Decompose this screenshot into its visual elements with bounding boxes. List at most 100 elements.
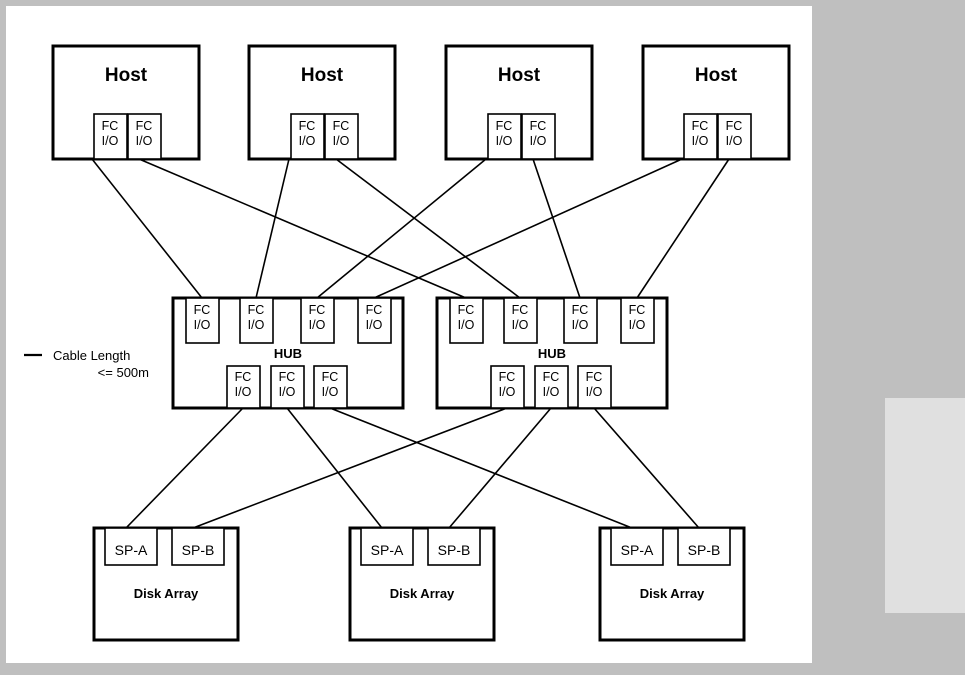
sp-box — [610, 527, 664, 566]
san-topology-diagram: Host FC I/O FC I/O Host FC I/O — [24, 44, 791, 642]
port-box — [93, 113, 128, 160]
port-box — [239, 297, 274, 344]
port-label-line1: FC — [572, 303, 589, 317]
port-label-line1: FC — [543, 370, 560, 384]
hub-label: HUB — [274, 346, 302, 361]
port-box — [300, 297, 335, 344]
host3-port-1[interactable]: FC I/O — [487, 113, 522, 160]
link-host2-port1-hub1 — [255, 158, 290, 299]
port-label-line2: I/O — [530, 134, 547, 148]
port-label-line1: FC — [102, 119, 119, 133]
array3-sp-b[interactable]: SP-B — [677, 527, 731, 566]
sp-box — [360, 527, 414, 566]
port-box — [521, 113, 556, 160]
array3-sp-a[interactable]: SP-A — [610, 527, 664, 566]
sp-box — [171, 527, 225, 566]
port-label-line2: I/O — [366, 318, 383, 332]
host2-port-1[interactable]: FC I/O — [290, 113, 325, 160]
link-host1-port1-hub1 — [91, 158, 203, 299]
port-box — [534, 365, 569, 409]
port-label-line2: I/O — [726, 134, 743, 148]
host-node-3[interactable]: Host FC I/O FC I/O — [444, 44, 594, 161]
port-box — [683, 113, 718, 160]
link-hub2-b2-array2-spb — [448, 407, 552, 529]
host4-port-2[interactable]: FC I/O — [717, 113, 752, 160]
port-label-line1: FC — [235, 370, 252, 384]
array2-sp-b[interactable]: SP-B — [427, 527, 481, 566]
hub-node-2[interactable]: HUB FC I/O FC I/O FC I/O FC I/O — [435, 296, 669, 410]
diagram-page: Host FC I/O FC I/O Host FC I/O — [6, 6, 812, 663]
disk-array-node-1[interactable]: SP-A SP-B Disk Array — [92, 526, 240, 642]
port-label-line2: I/O — [322, 385, 339, 399]
hub1-top-port-3[interactable]: FC I/O — [300, 297, 335, 344]
hub2-top-port-2[interactable]: FC I/O — [503, 297, 538, 344]
port-label-line1: FC — [692, 119, 709, 133]
sp-box — [104, 527, 158, 566]
port-label-line1: FC — [629, 303, 646, 317]
hub2-top-port-1[interactable]: FC I/O — [449, 297, 484, 344]
port-box — [127, 113, 162, 160]
port-label-line1: FC — [512, 303, 529, 317]
disk-array-node-2[interactable]: SP-A SP-B Disk Array — [348, 526, 496, 642]
host-label: Host — [498, 65, 541, 86]
array1-sp-b[interactable]: SP-B — [171, 527, 225, 566]
port-label-line1: FC — [309, 303, 326, 317]
port-label-line2: I/O — [279, 385, 296, 399]
sp-box — [427, 527, 481, 566]
hub2-top-port-3[interactable]: FC I/O — [563, 297, 598, 344]
cable-length-legend: Cable Length <= 500m — [24, 348, 149, 380]
port-label-line1: FC — [248, 303, 265, 317]
host-node-1[interactable]: Host FC I/O FC I/O — [51, 44, 201, 161]
hub-node-1[interactable]: HUB FC I/O FC I/O FC I/O FC I/O — [171, 296, 405, 410]
port-box — [577, 365, 612, 409]
host-label: Host — [105, 65, 148, 86]
port-box — [503, 297, 538, 344]
array2-sp-a[interactable]: SP-A — [360, 527, 414, 566]
hub1-top-port-2[interactable]: FC I/O — [239, 297, 274, 344]
sp-label: SP-A — [621, 542, 654, 558]
hub1-bottom-port-2[interactable]: FC I/O — [270, 365, 305, 409]
port-box — [185, 297, 220, 344]
host2-port-2[interactable]: FC I/O — [324, 113, 359, 160]
link-hub2-b1-array1-spb — [192, 407, 508, 529]
hub1-top-port-4[interactable]: FC I/O — [357, 297, 392, 344]
host-node-4[interactable]: Host FC I/O FC I/O — [641, 44, 791, 161]
sp-label: SP-A — [371, 542, 404, 558]
hub2-bottom-port-3[interactable]: FC I/O — [577, 365, 612, 409]
port-box — [487, 113, 522, 160]
host3-port-2[interactable]: FC I/O — [521, 113, 556, 160]
host-node-2[interactable]: Host FC I/O FC I/O — [247, 44, 397, 161]
link-host3-port2-hub2 — [532, 158, 581, 299]
port-box — [620, 297, 655, 344]
port-label-line1: FC — [726, 119, 743, 133]
host1-port-1[interactable]: FC I/O — [93, 113, 128, 160]
hub1-bottom-port-3[interactable]: FC I/O — [313, 365, 348, 409]
hub2-bottom-port-2[interactable]: FC I/O — [534, 365, 569, 409]
hub2-top-port-4[interactable]: FC I/O — [620, 297, 655, 344]
link-host1-port2-hub2 — [138, 158, 467, 299]
legend-label-line2: <= 500m — [98, 365, 149, 380]
port-box — [449, 297, 484, 344]
port-box — [717, 113, 752, 160]
legend-label-line1: Cable Length — [53, 348, 130, 363]
port-label-line1: FC — [333, 119, 350, 133]
hub1-top-port-1[interactable]: FC I/O — [185, 297, 220, 344]
port-label-line1: FC — [279, 370, 296, 384]
port-label-line1: FC — [499, 370, 516, 384]
port-label-line2: I/O — [136, 134, 153, 148]
hub1-bottom-port-1[interactable]: FC I/O — [226, 365, 261, 409]
disk-array-label: Disk Array — [134, 586, 199, 601]
array1-sp-a[interactable]: SP-A — [104, 527, 158, 566]
port-box — [270, 365, 305, 409]
disk-array-node-3[interactable]: SP-A SP-B Disk Array — [598, 526, 746, 642]
port-label-line1: FC — [458, 303, 475, 317]
port-label-line1: FC — [136, 119, 153, 133]
port-label-line2: I/O — [629, 318, 646, 332]
link-host2-port2-hub2 — [335, 158, 521, 299]
host4-port-1[interactable]: FC I/O — [683, 113, 718, 160]
port-label-line1: FC — [530, 119, 547, 133]
disk-array-label: Disk Array — [640, 586, 705, 601]
port-label-line1: FC — [496, 119, 513, 133]
hub2-bottom-port-1[interactable]: FC I/O — [490, 365, 525, 409]
host1-port-2[interactable]: FC I/O — [127, 113, 162, 160]
